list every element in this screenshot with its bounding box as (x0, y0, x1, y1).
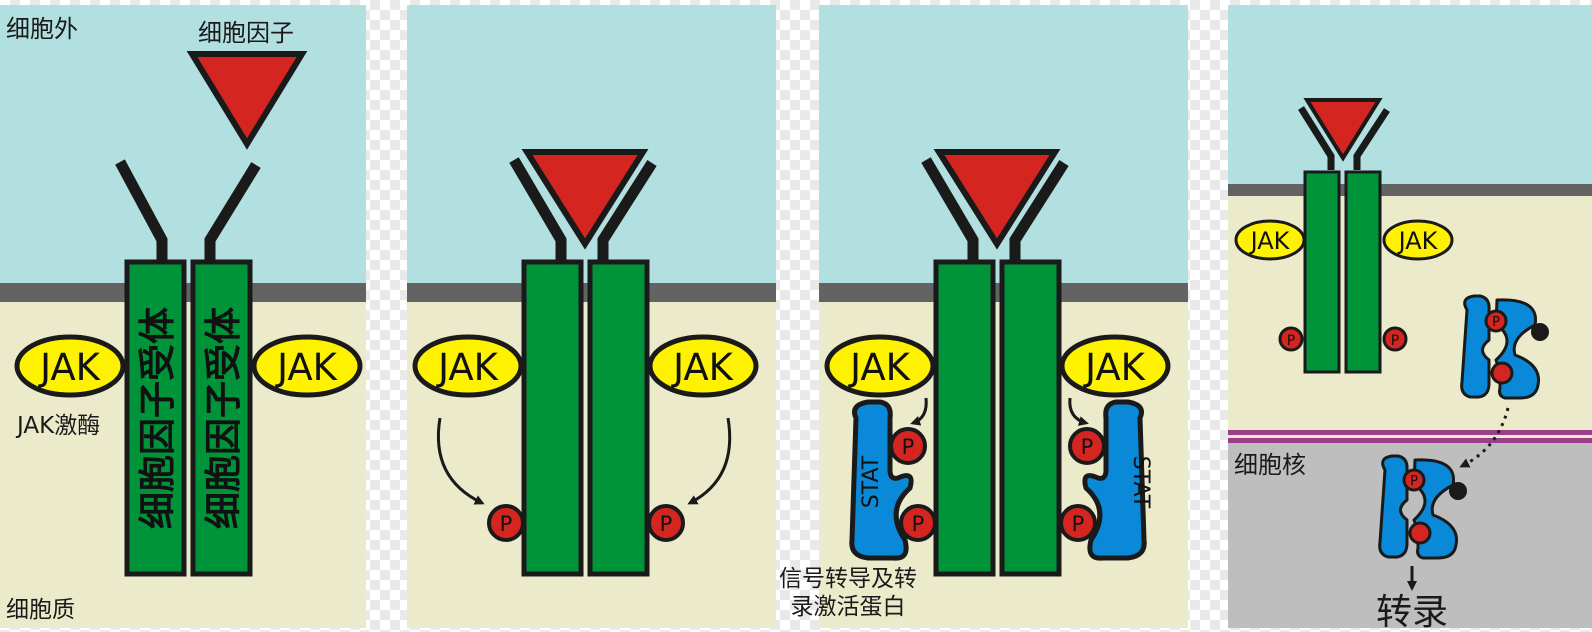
phosphate-stat-left-label: P (1410, 474, 1418, 489)
extracellular-label: 细胞外 (6, 15, 78, 43)
panel-3: JAK JAK STAT STAT P P P P 信号转导及转 录激活蛋白 (779, 5, 1188, 628)
nucleus-label: 细胞核 (1234, 451, 1306, 479)
cytokine-label: 细胞因子 (198, 19, 294, 47)
stat-full-name-line2: 录激活蛋白 (791, 594, 906, 620)
extracellular-region (0, 5, 366, 285)
nuclear-membrane-inner (1228, 438, 1592, 443)
jak-left (1234, 219, 1306, 261)
jak-left-label: JAK (436, 346, 500, 389)
receptor-arm-left (921, 157, 979, 262)
jak-right (1059, 334, 1171, 398)
phosphorylation-arrow-left (436, 417, 485, 505)
jak-left-label: JAK (848, 346, 912, 389)
receptor-right (587, 259, 650, 577)
phosphate-right (647, 504, 685, 542)
receptor-arm-left (1298, 106, 1335, 170)
jak-kinase-label: JAK激酶 (15, 413, 100, 439)
jak-right-label: JAK (1083, 346, 1147, 389)
phosphate-receptor-right-label: P (1391, 333, 1399, 349)
phosphate-stat-right (1490, 361, 1514, 385)
phosphate-stat-right (1068, 427, 1106, 465)
transcription-label: 转录 (1376, 592, 1448, 632)
cytokine-receptor-left (124, 259, 187, 577)
receptor-right (999, 259, 1062, 577)
stat-monomer-left (1460, 294, 1491, 399)
cell-membrane (1228, 184, 1592, 196)
phosphate-stat-left-label: P (902, 435, 915, 459)
receptor-left (1303, 170, 1341, 374)
receptor-arm-left (509, 157, 567, 262)
phosphate-stat-left (889, 427, 927, 465)
receptor-label-left: 细胞因子受体 (136, 307, 179, 529)
jak-stat-arrow-left (910, 397, 928, 426)
panel-2: JAK JAK P P (407, 5, 776, 628)
phosphate-stat-right-label: P (1081, 435, 1094, 459)
extracellular-region (1228, 5, 1592, 185)
stat-right-label: STAT (1128, 456, 1153, 509)
phosphate-receptor-right (1059, 504, 1097, 542)
phosphate-receptor-right-label: P (1072, 512, 1085, 536)
phosphate-stat-left (1402, 468, 1426, 492)
phosphate-right-label: P (660, 512, 673, 536)
receptor-left (521, 259, 584, 577)
receptor-arm-right (1009, 160, 1069, 262)
cytokine-bound (933, 149, 1061, 250)
dimer-dot (1449, 482, 1467, 500)
phosphate-stat-left-label: P (1492, 315, 1500, 330)
phosphate-receptor-left-label: P (912, 512, 925, 536)
phosphate-stat-left (1484, 309, 1508, 333)
jak-left-label: JAK (1249, 227, 1291, 255)
receptor-label-right: 细胞因子受体 (202, 307, 245, 529)
phosphate-receptor-left-label: P (1287, 333, 1295, 349)
nuclear-membrane-gap (1228, 435, 1592, 438)
stat-protein-right (1082, 399, 1147, 561)
stat-full-name-line1: 信号转导及转 (779, 566, 917, 592)
phosphate-receptor-right (1382, 326, 1408, 352)
stat-monomer-left (1378, 454, 1409, 559)
jak-right-label: JAK (275, 346, 339, 389)
stat-protein-left (849, 399, 914, 561)
jak-left (824, 334, 936, 398)
cytokine-receptor-right (190, 259, 253, 577)
extracellular-region (407, 5, 776, 285)
nuclear-membrane-outer (1228, 430, 1592, 435)
dimer-dot (1531, 323, 1549, 341)
cytoplasm-label: 细胞质 (6, 597, 75, 623)
receptor-arm-left (115, 159, 168, 262)
jak-left-label: JAK (38, 346, 102, 389)
cytokine-free (186, 51, 308, 150)
panel-1: 细胞外 细胞因子 细胞因子受体 细胞因子受体 JAK JAK JAK激酶 细胞质 (0, 5, 366, 628)
phosphate-left (487, 504, 525, 542)
receptor-right (1344, 170, 1382, 374)
jak-left (14, 334, 126, 398)
stat-dimer-nucleus: P (1378, 454, 1467, 560)
phosphate-left-label: P (500, 512, 513, 536)
stat-left-label: STAT (859, 455, 884, 508)
receptor-arm-right (1353, 108, 1390, 170)
phosphorylation-arrow-right (687, 417, 732, 505)
jak-right-label: JAK (671, 346, 735, 389)
phosphate-stat-right (1408, 521, 1432, 545)
panel-4: JAK JAK P P P 细胞核 P 转录 (1228, 5, 1592, 632)
phosphate-receptor-left (1278, 326, 1304, 352)
phosphate-receptor-left (899, 504, 937, 542)
jak-right (1382, 219, 1454, 261)
jak-right (251, 334, 363, 398)
cytokine-bound (1303, 98, 1383, 162)
jak-stat-arrow-right (1068, 397, 1089, 426)
jak-left (412, 334, 524, 398)
extracellular-region (819, 5, 1188, 285)
receptor-left (933, 259, 996, 577)
receptor-arm-right (204, 162, 261, 262)
jak-right (647, 334, 759, 398)
receptor-arm-right (597, 160, 657, 262)
stat-dimer-cytoplasm: P (1460, 294, 1549, 400)
cytokine-bound (521, 149, 649, 250)
jak-right-label: JAK (1397, 227, 1439, 255)
